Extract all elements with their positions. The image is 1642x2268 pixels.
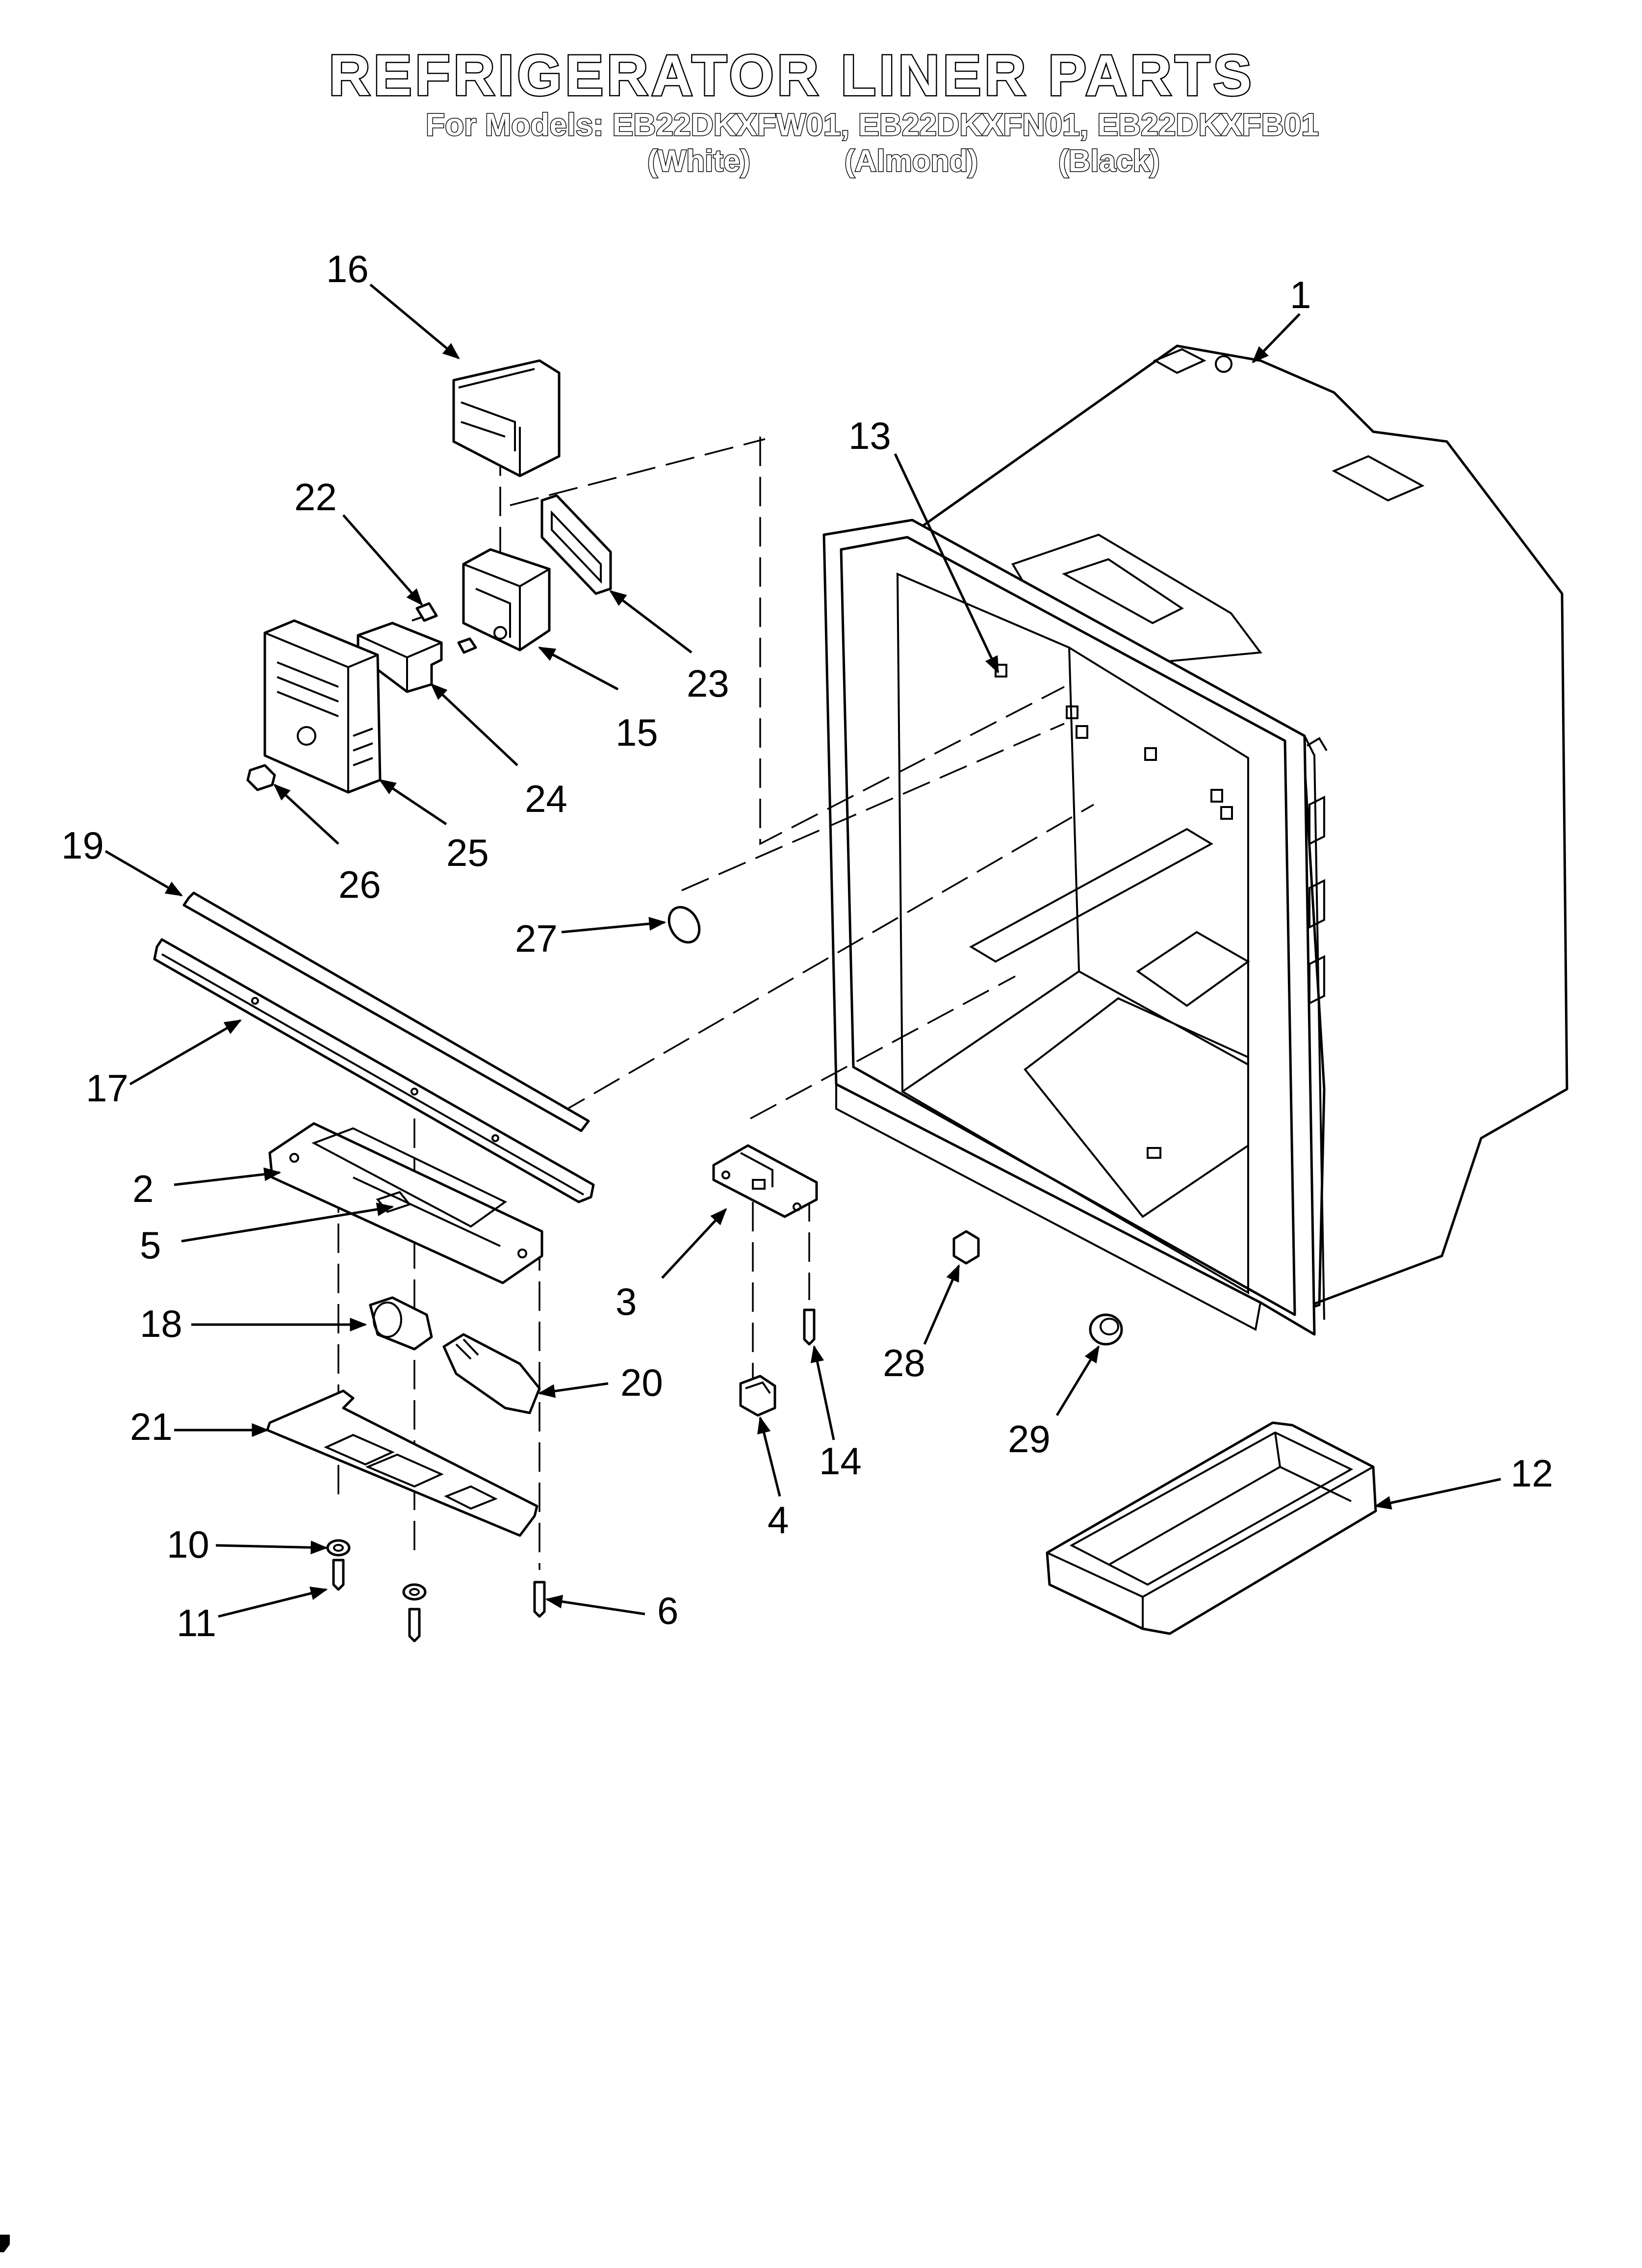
callout-2: 2 — [132, 1167, 154, 1210]
callout-10: 10 — [167, 1523, 209, 1566]
callout-11: 11 — [177, 1601, 216, 1644]
callout-5: 5 — [140, 1224, 161, 1267]
plug-part-27 — [667, 906, 701, 944]
channel-part-17 — [153, 938, 595, 1203]
callout-19: 19 — [61, 824, 104, 867]
callout-28: 28 — [883, 1341, 925, 1384]
callout-26: 26 — [338, 863, 381, 906]
plug-part-29 — [1089, 1313, 1123, 1346]
callout-23: 23 — [687, 662, 729, 705]
shield-part-21 — [266, 1389, 539, 1537]
callout-16: 16 — [326, 247, 369, 290]
callout-4: 4 — [768, 1498, 789, 1541]
switch-part-4 — [739, 1375, 776, 1417]
callout-13: 13 — [848, 414, 891, 457]
cover-part-16 — [452, 359, 561, 477]
bulb-part-20 — [442, 1333, 541, 1414]
variant-almond: (Almond) — [844, 144, 978, 178]
callout-20: 20 — [620, 1361, 663, 1404]
header: REFRIGERATOR LINER PARTS — [0, 43, 1642, 108]
liner-part — [822, 344, 1568, 1336]
page-edge-mark — [0, 2235, 10, 2252]
page-title: REFRIGERATOR LINER PARTS — [328, 43, 1255, 108]
callout-15: 15 — [616, 711, 658, 754]
callout-labels: 1 16 13 22 23 15 24 25 26 19 27 17 2 5 3… — [61, 247, 1553, 1644]
screw-part-22 — [411, 602, 438, 622]
knob-part-26 — [246, 764, 276, 791]
callout-21: 21 — [130, 1405, 173, 1448]
callout-25: 25 — [446, 831, 489, 874]
callout-24: 24 — [525, 777, 567, 820]
variant-black: (Black) — [1058, 144, 1161, 178]
callout-17: 17 — [86, 1067, 128, 1110]
leader-lines — [104, 284, 1501, 1618]
variant-white: (White) — [646, 144, 751, 178]
screw-part-14 — [803, 1308, 816, 1346]
screw-near-24 — [457, 637, 477, 654]
washer-mid — [402, 1583, 427, 1601]
callout-14: 14 — [819, 1439, 862, 1483]
callout-22: 22 — [294, 475, 337, 519]
hinge-bracket-part-3 — [712, 1144, 818, 1218]
washer-part-10 — [326, 1539, 351, 1557]
socket-part-18 — [369, 1296, 433, 1351]
bin-part-12 — [1046, 1421, 1377, 1635]
callout-12: 12 — [1511, 1452, 1553, 1495]
control-housing-part-15 — [462, 548, 551, 652]
callout-27: 27 — [515, 917, 558, 960]
callout-1: 1 — [1290, 273, 1311, 316]
plug-part-28 — [952, 1230, 980, 1265]
gasket-part-23 — [540, 494, 612, 595]
screw-part-11 — [332, 1559, 345, 1591]
strip-part-19 — [182, 891, 590, 1132]
screw-part-6 — [533, 1581, 546, 1618]
callout-18: 18 — [140, 1302, 182, 1345]
callout-3: 3 — [616, 1280, 637, 1323]
callout-6: 6 — [657, 1589, 678, 1632]
models-line: For Models: EB22DKXFW01, EB22DKXFN01, EB… — [425, 107, 1320, 142]
callout-29: 29 — [1008, 1417, 1051, 1460]
screw-mid — [408, 1608, 421, 1642]
